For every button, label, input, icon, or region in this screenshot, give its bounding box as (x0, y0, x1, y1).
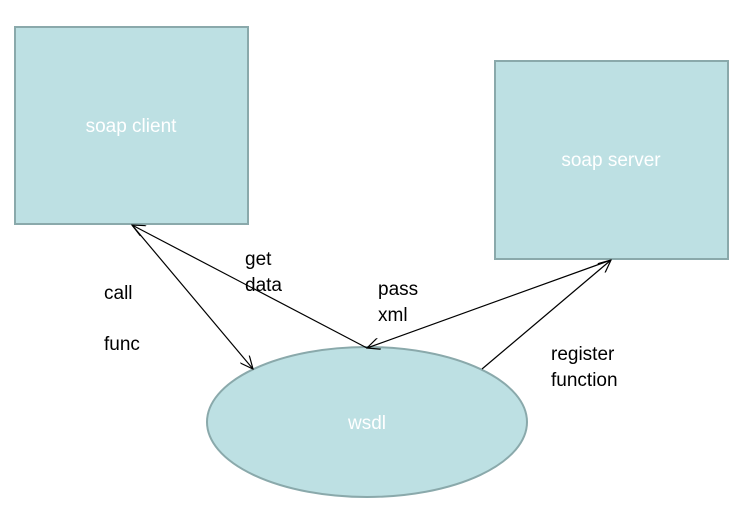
xml-label: xml (378, 305, 408, 326)
func-label: func (104, 334, 140, 355)
pass-xml-arrow (367, 259, 612, 348)
get-label: get (245, 249, 272, 270)
call-func-arrow (131, 224, 253, 369)
soap-client-node (14, 26, 249, 225)
soap-server-node (494, 60, 729, 260)
wsdl-label: wsdl (347, 413, 386, 434)
register-label: register (551, 344, 615, 365)
register-function-arrow (481, 260, 611, 370)
soap-server-label: soap server (561, 150, 661, 171)
call-label: call (104, 283, 133, 304)
pass-label: pass (378, 279, 418, 300)
data-label: data (245, 275, 282, 296)
soap-client-label: soap client (86, 116, 178, 137)
get-data-arrow (132, 225, 368, 349)
function-label: function (551, 370, 618, 391)
